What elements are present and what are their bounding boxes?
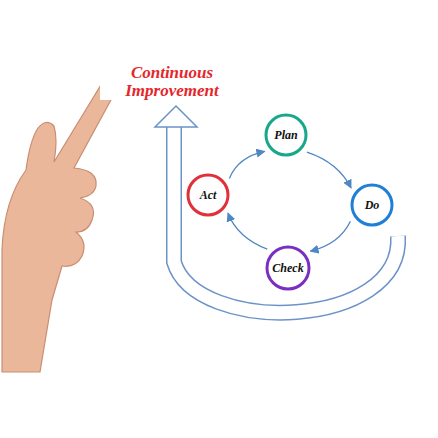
step-label: Act	[200, 188, 217, 203]
improvement-loop-arrowhead	[155, 106, 197, 127]
cycle-title: Continuous Improvement	[100, 64, 244, 100]
cycle-circle: Act	[186, 173, 230, 217]
step-label: Do	[365, 198, 380, 213]
step-label: Check	[272, 261, 303, 276]
cycle-arrow	[229, 151, 264, 178]
cycle-circle: Check	[265, 245, 311, 291]
cycle-arrow	[310, 221, 350, 251]
cycle-arrow	[307, 152, 351, 188]
cycle-arrow	[228, 213, 267, 249]
pointing-hand	[2, 80, 114, 372]
cycle-circle: Do	[350, 183, 394, 227]
cycle-circle: Plan	[264, 113, 308, 157]
step-label: Plan	[274, 128, 297, 143]
